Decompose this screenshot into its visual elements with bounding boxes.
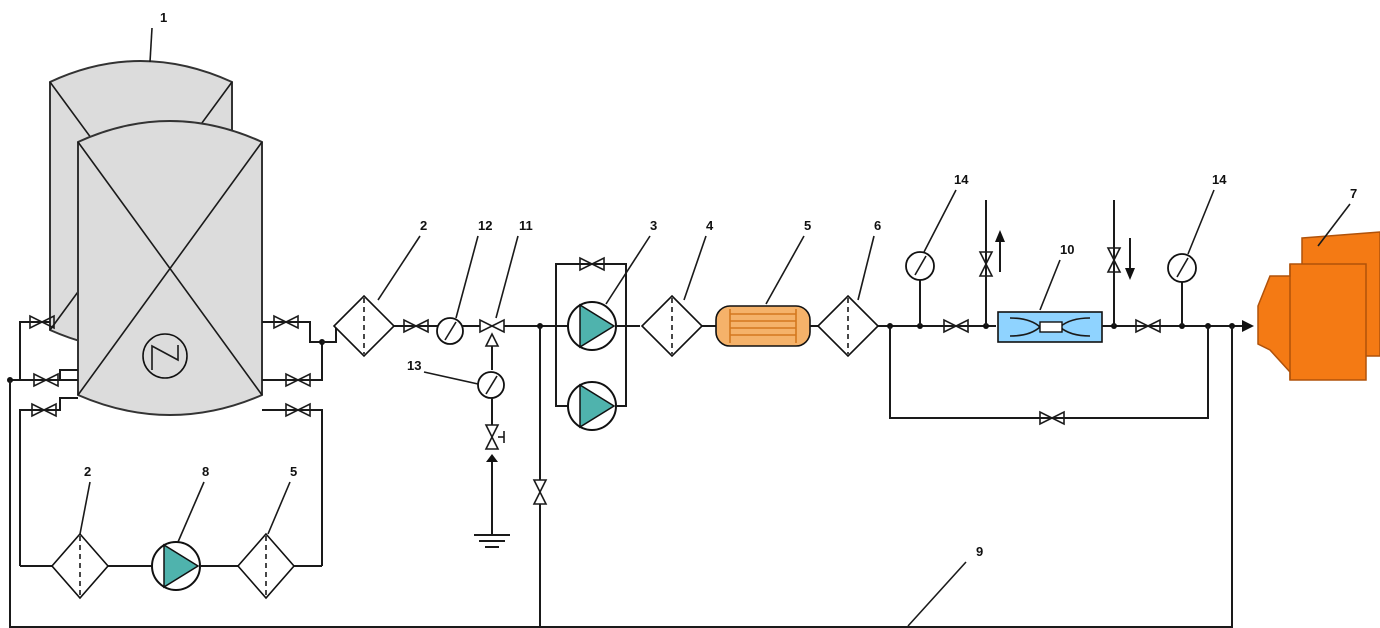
label-11: 11	[519, 218, 533, 233]
valve-meter-bypass	[1039, 410, 1065, 426]
label-10: 10	[1060, 242, 1074, 257]
label-2-main: 2	[420, 218, 427, 233]
valve-return	[532, 479, 548, 505]
label-1: 1	[160, 10, 167, 25]
valve-vent-left	[978, 251, 994, 277]
label-5: 5	[804, 218, 811, 233]
left-piping	[7, 314, 337, 566]
label-8: 8	[202, 464, 209, 479]
valve-meter-in	[943, 318, 969, 334]
label-9: 9	[976, 544, 983, 559]
tank-heater-icon	[142, 333, 188, 379]
valve-drain	[484, 424, 500, 450]
label-12: 12	[478, 218, 492, 233]
main-line: 2 12 11 13	[9, 172, 1254, 628]
valve-tank-right-1	[273, 314, 299, 330]
label-14-right: 14	[1212, 172, 1227, 187]
valve-tank-left-2	[33, 372, 59, 388]
bottom-loop: 2 8 5	[20, 464, 322, 600]
label-7: 7	[1350, 186, 1357, 201]
valve-pump-bypass	[579, 256, 605, 272]
valve-tank-right-3	[285, 402, 311, 418]
label-3: 3	[650, 218, 657, 233]
engine-7: 7	[1257, 186, 1380, 381]
valve-tank-left-1	[29, 314, 55, 330]
valve-meter-out	[1135, 318, 1161, 334]
valve-tank-right-2	[285, 372, 311, 388]
three-way-valve-11	[479, 318, 505, 334]
valve-main-1	[403, 318, 429, 334]
tank-front	[77, 120, 263, 416]
label-4: 4	[706, 218, 714, 233]
label-6: 6	[874, 218, 881, 233]
label-2-loop: 2	[84, 464, 91, 479]
valve-tank-left-3	[31, 402, 57, 418]
label-13: 13	[407, 358, 421, 373]
label-5-loop: 5	[290, 464, 297, 479]
label-14-left: 14	[954, 172, 969, 187]
valve-vent-right	[1106, 247, 1122, 273]
